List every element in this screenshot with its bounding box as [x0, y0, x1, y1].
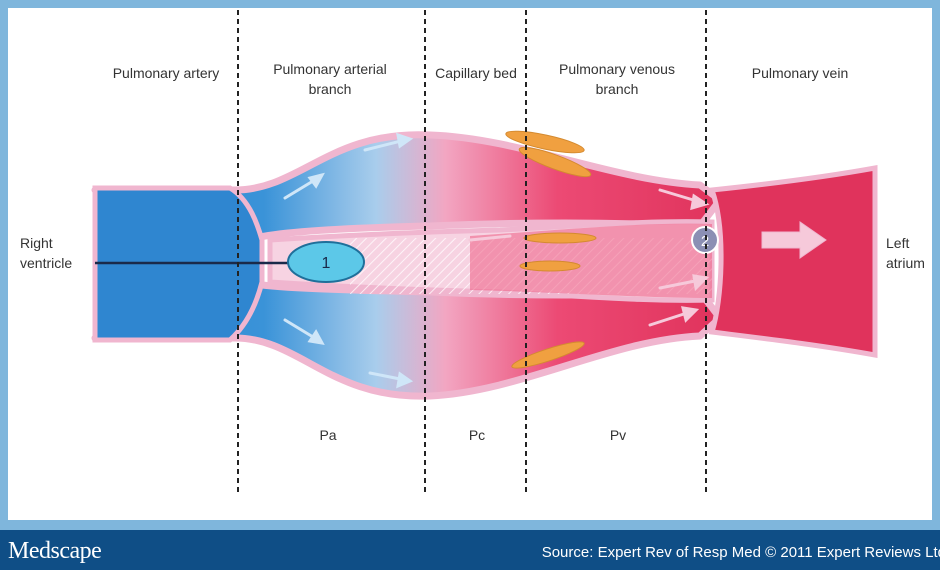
diagram-frame: 1 2 Pulmonary artery Pulmonary arterial … [8, 8, 932, 520]
footer-bar: Medscape Source: Expert Rev of Resp Med … [0, 530, 940, 570]
zone-label-arterial-branch-line1: Pulmonary arterial [273, 61, 387, 77]
zone-label-arterial-branch-line2: branch [309, 81, 352, 97]
marker-1-label: 1 [322, 255, 331, 272]
source-credit: Source: Expert Rev of Resp Med © 2011 Ex… [542, 544, 940, 561]
pressure-label-pa: Pa [319, 427, 336, 443]
pulmonary-vein-trunk [712, 168, 875, 355]
pressure-label-pv: Pv [610, 427, 626, 443]
label-left-atrium-line2: atrium [886, 255, 925, 271]
label-right-ventricle-line2: ventricle [20, 255, 72, 271]
zone-label-pulmonary-artery: Pulmonary artery [113, 65, 220, 81]
zone-label-venous-branch-line1: Pulmonary venous [559, 61, 675, 77]
label-left-atrium-line1: Left [886, 235, 909, 251]
label-right-ventricle-line1: Right [20, 235, 53, 251]
pressure-label-pc: Pc [469, 427, 485, 443]
zone-label-pulmonary-vein: Pulmonary vein [752, 65, 849, 81]
zone-label-venous-branch-line2: branch [596, 81, 639, 97]
marker-1: 1 [288, 242, 364, 282]
pulmonary-circulation-diagram: 1 2 Pulmonary artery Pulmonary arterial … [8, 8, 932, 520]
zone-label-capillary-bed: Capillary bed [435, 65, 517, 81]
medscape-logo: Medscape [8, 538, 101, 565]
middle-red-fill [470, 224, 712, 298]
